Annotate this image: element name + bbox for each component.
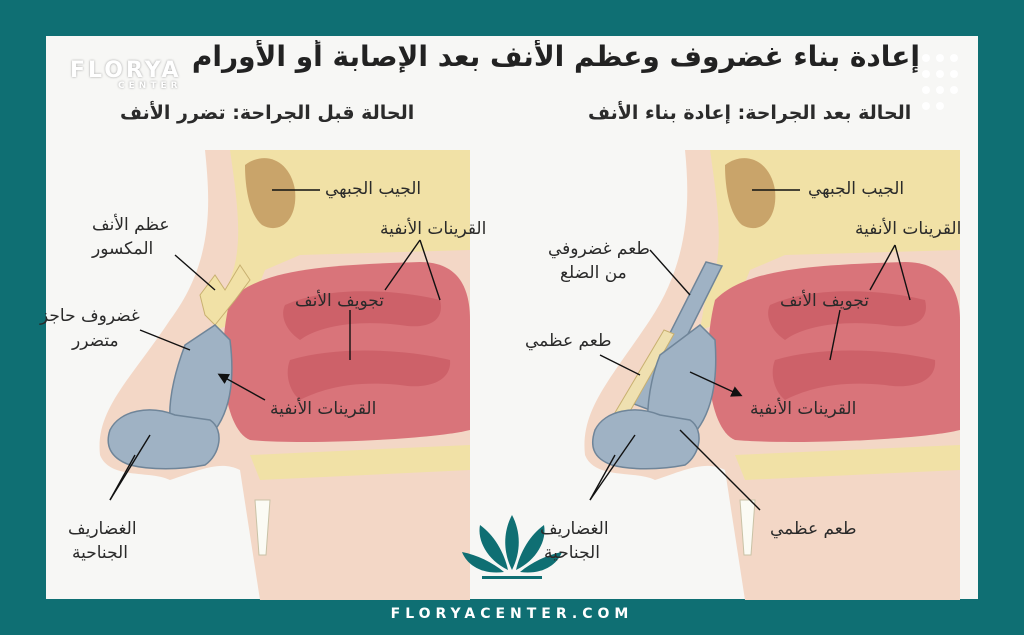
right-frontal-sinus [725,158,776,229]
plant-logo-icon [462,515,562,579]
right-label-bone-graft-top: طعم عظمي [525,331,612,351]
left-label-nasal-cavity: تجويف الأنف [295,291,384,311]
footer-url: FLORYACENTER.COM [390,606,634,622]
right-leader-lines [589,189,911,511]
right-palate [735,445,960,480]
left-label-broken-bone-line1: عظم الأنف [92,215,170,235]
left-alar-cartilage [107,409,220,470]
left-label-frontal-sinus: الجيب الجبهي [325,179,422,199]
left-label-septal-line2: متضرر [72,331,119,351]
right-label-alar-line1: الغضاريف [540,519,609,539]
left-tooth [254,499,271,556]
right-label-alar-line2: الجناحية [544,543,600,563]
left-label-alar-line1: الغضاريف [68,519,137,539]
left-label-septal-line1: غضروف حاجز [40,306,140,326]
right-label-frontal-sinus: الجيب الجبهي [808,179,905,199]
before-surgery-head [99,150,470,600]
left-conchae [283,291,451,400]
right-label-nasal-conchae-top: القرينات الأنفية [855,219,962,239]
right-label-rib-graft-line1: طعم غضروفي [548,239,650,259]
florya-logo: FLORYA CENTER [70,58,182,91]
before-surgery-caption: الحالة قبل الجراحة: تضرر الأنف [120,102,415,124]
right-alar-cartilage [591,409,700,470]
logo-sub: CENTER [118,81,182,91]
decorative-dots [922,54,958,110]
right-label-rib-graft-line2: من الضلع [560,263,627,283]
after-surgery-caption: الحالة بعد الجراحة: إعادة بناء الأنف [588,102,912,124]
left-leader-lines [109,189,441,501]
right-label-nasal-conchae-bottom: القرينات الأنفية [750,399,857,419]
page-title: إعادة بناء غضروف وعظم الأنف بعد الإصابة … [191,40,920,73]
left-label-nasal-conchae-top: القرينات الأنفية [380,219,487,239]
logo-name: FLORYA [70,58,182,83]
right-conchae [768,291,936,400]
after-surgery-head [584,150,960,600]
left-frontal-sinus [245,158,296,229]
left-label-broken-bone-line2: المكسور [92,239,154,259]
left-label-alar-line2: الجناحية [72,543,128,563]
right-label-bone-graft-bottom: طعم عظمي [770,519,857,539]
left-label-nasal-conchae-bottom: القرينات الأنفية [270,399,377,419]
right-label-nasal-cavity: تجويف الأنف [780,291,869,311]
left-palate [250,445,470,480]
left-broken-bone [199,264,251,326]
